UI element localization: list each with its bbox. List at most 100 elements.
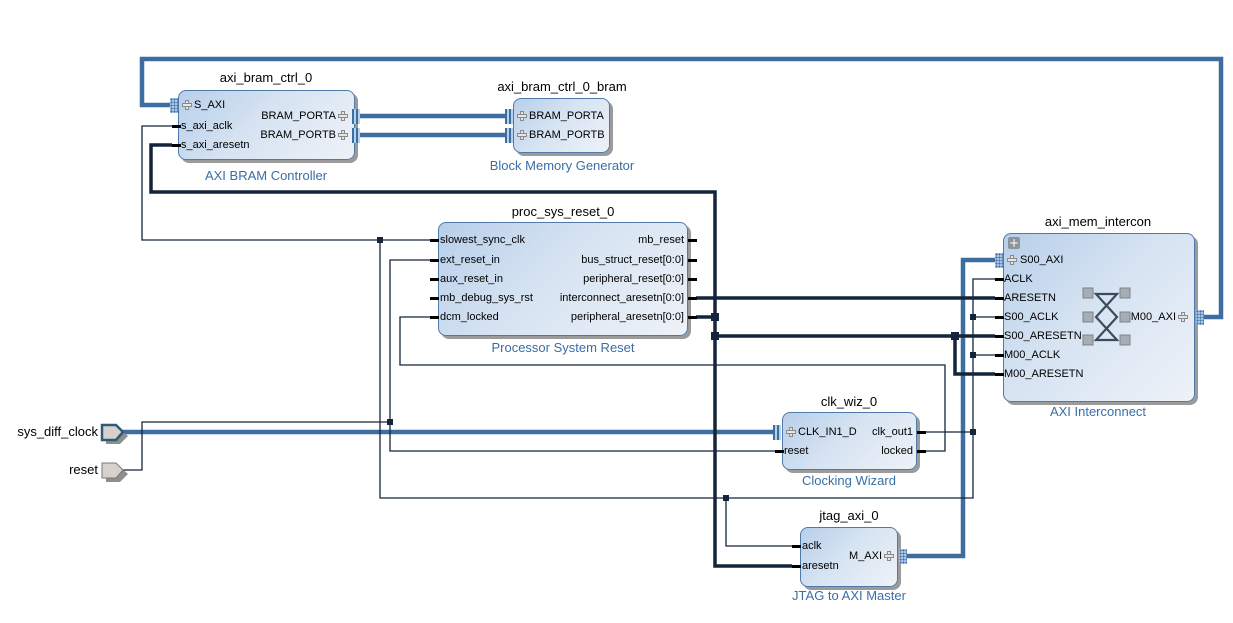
port-s00-aresetn[interactable]: S00_ARESETN [1004, 330, 1082, 342]
block-axi-bram-ctrl-0[interactable] [178, 90, 355, 160]
plus-icon[interactable] [338, 111, 349, 122]
port-aresetn[interactable]: ARESETN [1004, 292, 1056, 304]
port-stub [792, 545, 801, 548]
net-jtag-m-axi-to-s00-axi[interactable] [907, 257, 995, 559]
plus-icon[interactable] [1007, 255, 1018, 266]
port-clk-out1[interactable]: clk_out1 [872, 426, 913, 438]
port-mb-debug-sys-rst[interactable]: mb_debug_sys_rst [440, 292, 533, 304]
block-title: axi_bram_ctrl_0_bram [497, 79, 627, 94]
port-stub [430, 278, 439, 281]
port-m00-aclk[interactable]: M00_ACLK [1004, 349, 1061, 361]
port-s00-aclk[interactable]: S00_ACLK [1004, 311, 1059, 323]
block-subtitle: Clocking Wizard [802, 473, 896, 488]
block-proc-sys-reset-0[interactable] [438, 222, 688, 336]
block-title: axi_mem_intercon [1044, 214, 1152, 229]
port-stub [688, 297, 697, 300]
plus-icon[interactable] [884, 551, 895, 562]
port-s-axi[interactable]: S_AXI [194, 99, 226, 111]
port-m00-axi-connector[interactable] [1196, 310, 1204, 325]
port-bram-portb[interactable]: BRAM_PORTB [529, 129, 605, 141]
external-port-icon[interactable] [101, 462, 128, 482]
net-clk-jtag-aclk[interactable] [725, 498, 792, 547]
port-stub [775, 450, 784, 453]
block-title: clk_wiz_0 [820, 394, 878, 409]
port-bram-porta-connector[interactable] [352, 109, 360, 124]
port-s-axi-connector[interactable] [170, 98, 178, 113]
port-aresetn[interactable]: aresetn [802, 560, 839, 572]
block-clk-wiz-0[interactable] [782, 412, 917, 470]
block-axi-bram-ctrl-0-bram[interactable] [513, 98, 610, 153]
port-bram-portb[interactable]: BRAM_PORTB [260, 129, 336, 141]
port-m00-aresetn[interactable]: M00_ARESETN [1004, 368, 1084, 380]
port-ext-reset-in[interactable]: ext_reset_in [440, 254, 500, 266]
net-m00-axi-to-s-axi[interactable] [139, 56, 1224, 320]
plus-icon[interactable] [517, 130, 528, 141]
port-stub [430, 316, 439, 319]
block-jtag-axi-0[interactable] [800, 527, 898, 587]
port-stub [688, 239, 697, 242]
port-stub [430, 259, 439, 262]
port-dcm-locked[interactable]: dcm_locked [440, 311, 499, 323]
block-subtitle: JTAG to AXI Master [792, 588, 906, 603]
plus-icon[interactable] [517, 111, 528, 122]
port-s-axi-aclk[interactable]: s_axi_aclk [181, 120, 233, 132]
block-title: axi_bram_ctrl_0 [219, 70, 313, 85]
port-s00-axi-connector[interactable] [995, 253, 1003, 268]
port-aux-reset-in[interactable]: aux_reset_in [440, 273, 503, 285]
port-stub [688, 259, 697, 262]
port-s00-axi[interactable]: S00_AXI [1020, 254, 1064, 266]
port-mb-reset[interactable]: mb_reset [638, 234, 684, 246]
block-subtitle: Block Memory Generator [489, 158, 635, 173]
port-slowest-sync-clk[interactable]: slowest_sync_clk [440, 234, 525, 246]
junction-dot [970, 429, 976, 435]
port-m00-axi[interactable]: M00_AXI [1130, 311, 1176, 323]
port-clk-in1-d[interactable]: CLK_IN1_D [798, 426, 857, 438]
port-bram-porta[interactable]: BRAM_PORTA [261, 110, 336, 122]
port-stub [995, 354, 1004, 357]
port-stub [995, 373, 1004, 376]
port-peripheral-aresetn[interactable]: peripheral_aresetn[0:0] [570, 311, 684, 323]
port-interconnect-aresetn[interactable]: interconnect_aresetn[0:0] [559, 292, 684, 304]
net-clk-bram[interactable] [141, 125, 430, 241]
net-ext-reset[interactable] [389, 259, 775, 452]
port-bram-portb-connector[interactable] [352, 128, 360, 143]
block-subtitle: AXI Interconnect [1049, 404, 1147, 419]
net-reset-input[interactable] [122, 421, 390, 471]
block-title: jtag_axi_0 [819, 508, 879, 523]
net-m00-aresetn[interactable] [953, 336, 995, 376]
port-aclk[interactable]: aclk [802, 540, 822, 552]
port-s-axi-aresetn[interactable]: s_axi_aresetn [181, 139, 250, 151]
junction-dot [723, 495, 729, 501]
expand-icon[interactable]: + [1008, 236, 1020, 250]
port-bus-struct-reset[interactable]: bus_struct_reset[0:0] [581, 254, 684, 266]
port-locked[interactable]: locked [881, 445, 913, 457]
port-clk-in1-d-connector[interactable] [773, 425, 781, 440]
port-stub [917, 431, 926, 434]
port-bram-porta[interactable]: BRAM_PORTA [529, 110, 604, 122]
port-reset[interactable]: reset [784, 445, 809, 457]
junction-dot [711, 332, 719, 340]
port-stub [172, 144, 181, 147]
port-m-axi-connector[interactable] [899, 549, 907, 564]
net-clk-main[interactable] [379, 240, 995, 499]
port-stub [688, 316, 697, 319]
external-port-icon[interactable] [100, 423, 128, 444]
port-m-axi[interactable]: M_AXI [848, 550, 882, 562]
net-peripheral-aresetn[interactable] [149, 143, 792, 568]
port-stub [430, 297, 439, 300]
port-bram-porta-connector[interactable] [505, 109, 513, 124]
block-axi-mem-intercon[interactable] [1003, 233, 1195, 402]
block-subtitle: Processor System Reset [491, 340, 635, 355]
port-bram-portb-connector[interactable] [505, 128, 513, 143]
junction-dot [377, 237, 383, 243]
port-stub [792, 565, 801, 568]
plus-icon[interactable] [338, 130, 349, 141]
net-dcm-locked[interactable] [399, 316, 946, 452]
port-peripheral-reset[interactable]: peripheral_reset[0:0] [583, 273, 684, 285]
port-aclk[interactable]: ACLK [1004, 273, 1033, 285]
junction-dot [387, 419, 393, 425]
plus-icon[interactable] [182, 100, 193, 111]
plus-icon[interactable] [1178, 312, 1189, 323]
plus-icon[interactable] [786, 427, 797, 438]
